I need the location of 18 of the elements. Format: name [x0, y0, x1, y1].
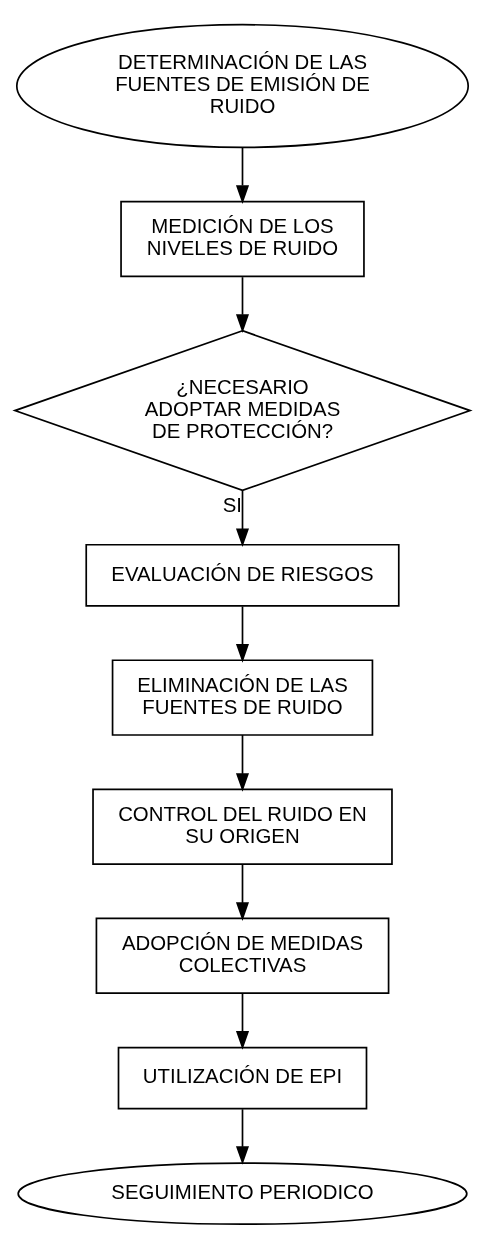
- node-box: UTILIZACIÓN DE EPI: [117, 1046, 368, 1110]
- node-ellipse: DETERMINACIÓN DE LAS FUENTES DE EMISIÓN DE RUIDO: [15, 23, 470, 148]
- edge-label: SI: [222, 493, 242, 516]
- arrow: [235, 146, 250, 204]
- node-box: ADOPCIÓN DE MEDIDAS COLECTIVAS: [95, 917, 390, 994]
- arrow: [235, 1107, 250, 1165]
- node-box: MEDICIÓN DE LOS NIVELES DE RUIDO: [120, 200, 365, 277]
- arrow: [235, 991, 250, 1050]
- node-box: CONTROL DEL RUIDO EN SU ORIGEN: [92, 788, 393, 865]
- arrow: [235, 733, 250, 792]
- node-ellipse: SEGUIMIENTO PERIODICO: [17, 1161, 468, 1225]
- node-diamond: ¿NECESARIO ADOPTAR MEDIDAS DE PROTECCIÓN?: [12, 329, 473, 491]
- arrow: [235, 862, 250, 921]
- node-box: EVALUACIÓN DE RIESGOS: [85, 543, 400, 607]
- arrow: [235, 489, 250, 547]
- arrow: [235, 605, 250, 663]
- node-box: ELIMINACIÓN DE LAS FUENTES DE RUIDO: [111, 658, 374, 736]
- arrow: [235, 275, 250, 333]
